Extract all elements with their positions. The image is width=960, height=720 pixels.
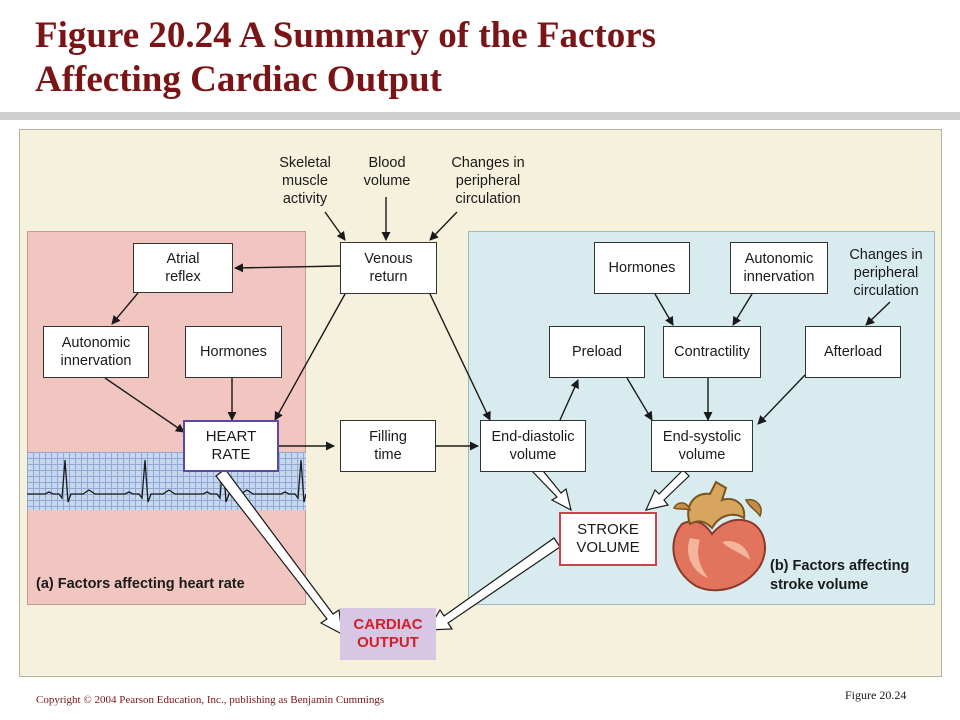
arrow-stroke-to-cardiac <box>426 537 561 631</box>
arrow-venous-to-heartrate <box>274 293 346 421</box>
node-filling-time: Filling time <box>340 420 436 472</box>
arrow-afterload-to-endsystolic <box>757 374 806 425</box>
node-venous-return: Venous return <box>340 242 437 294</box>
footer-figure-number: Figure 20.24 <box>845 688 907 702</box>
node-heart-rate: HEART RATE <box>183 420 279 472</box>
arrow-heartrate-cardiac-body <box>215 468 343 636</box>
arrow-autonomic-to-contractility <box>732 293 753 326</box>
arrow-hormones-to-contractility <box>654 293 674 326</box>
label-peripheral-circulation-b: Changes in peripheral circulation <box>849 247 923 299</box>
node-cardiac-output: CARDIAC OUTPUT <box>340 608 436 660</box>
arrow-endsystolic-to-stroke <box>644 469 690 511</box>
arrow-atrial-to-autonomic <box>111 292 139 325</box>
arrow-enddiastolic-to-preload <box>559 379 579 421</box>
node-hormones-b: Hormones <box>594 242 690 294</box>
label-skeletal-muscle-activity: Skeletal muscle activity <box>279 155 331 207</box>
arrow-enddiastolic-to-stroke <box>531 465 572 512</box>
footer-copyright: Copyright © 2004 Pearson Education, Inc.… <box>36 694 385 706</box>
title-line-2: Affecting Cardiac Output <box>35 59 442 100</box>
caption-panel-b: (b) Factors affecting stroke volume <box>770 558 910 593</box>
arrow-skeletal-to-venous <box>324 211 346 241</box>
node-preload: Preload <box>549 326 645 378</box>
node-autonomic-innervation-b: Autonomic innervation <box>730 242 828 294</box>
node-afterload: Afterload <box>805 326 901 378</box>
arrow-venous-to-atrial <box>234 263 341 273</box>
slide-title: Figure 20.24 A Summary of the Factors Af… <box>35 14 935 102</box>
node-hormones-a: Hormones <box>185 326 282 378</box>
arrow-preload-to-endsystolic <box>626 377 653 421</box>
label-blood-volume: Blood volume <box>363 155 411 189</box>
arrow-autonomic-to-heartrate <box>104 377 185 433</box>
label-peripheral-circulation-top: Changes in peripheral circulation <box>451 155 525 207</box>
caption-panel-a: (a) Factors affecting heart rate <box>36 576 245 592</box>
arrow-peripheral-to-venous <box>429 211 458 241</box>
node-atrial-reflex: Atrial reflex <box>133 243 233 293</box>
node-stroke-volume: STROKE VOLUME <box>559 512 657 566</box>
arrow-peripheral-to-afterload <box>865 301 891 326</box>
title-line-1: Figure 20.24 A Summary of the Factors <box>35 15 657 56</box>
node-autonomic-innervation-a: Autonomic innervation <box>43 326 149 378</box>
arrow-venous-to-enddiastolic <box>429 293 491 421</box>
heart-illustration-icon <box>672 480 766 592</box>
ecg-trace <box>27 459 306 503</box>
node-end-diastolic-volume: End-diastolic volume <box>480 420 586 472</box>
node-end-systolic-volume: End-systolic volume <box>651 420 753 472</box>
title-divider <box>0 112 960 120</box>
panel-heart-rate <box>27 231 306 605</box>
node-contractility: Contractility <box>663 326 761 378</box>
